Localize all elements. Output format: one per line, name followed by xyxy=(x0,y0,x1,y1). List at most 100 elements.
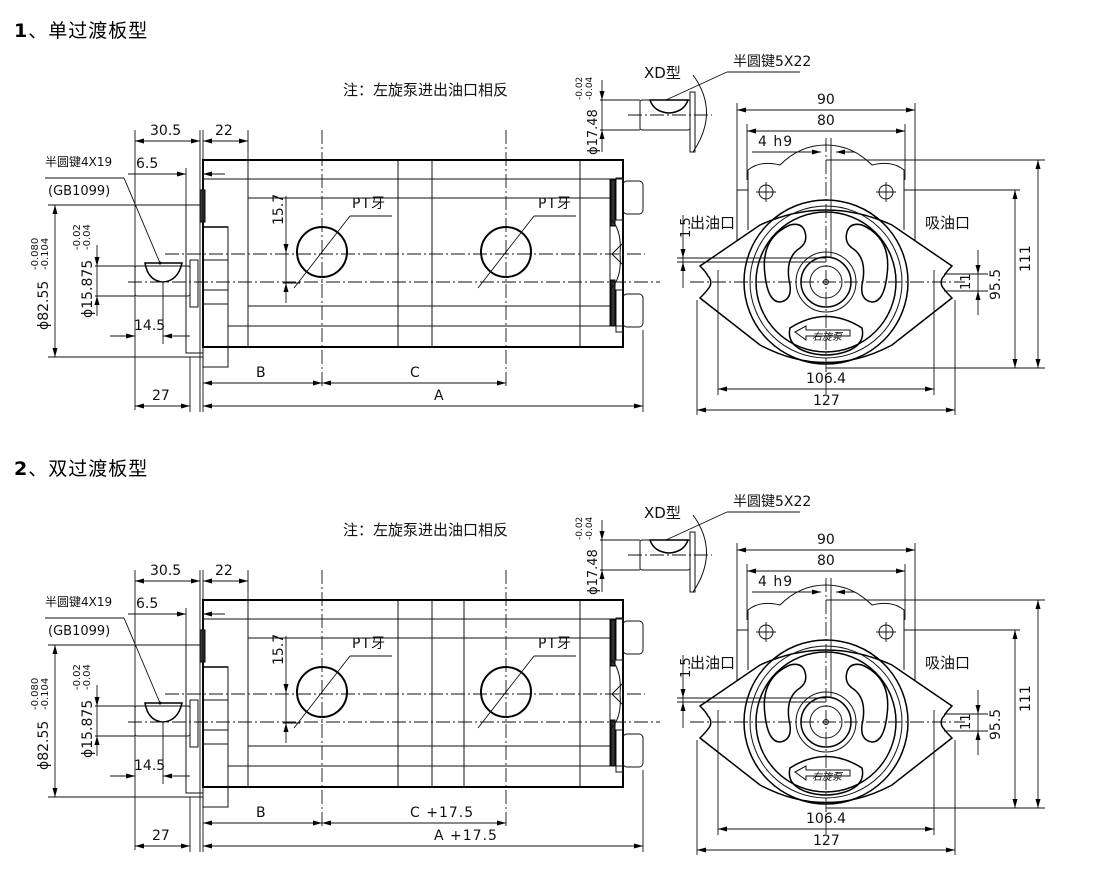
shaft-key-std-label: (GB1099) xyxy=(48,184,110,199)
dim-width-80: 80 xyxy=(817,553,835,569)
xd-key-label: 半圆键5X22 xyxy=(733,494,811,510)
pump-side-view: PT牙 PT牙 xyxy=(128,130,660,388)
section-1-number: 1 xyxy=(14,20,29,42)
inlet-port-label: 吸油口 xyxy=(925,654,970,672)
key-width-h9: 4 h9 xyxy=(758,574,793,590)
shaft-key-std-label: (GB1099) xyxy=(48,624,110,639)
dim-width-80: 80 xyxy=(817,113,835,129)
port-thread-label: PT牙 xyxy=(538,196,572,212)
shaft-key-label: 半圆键4X19 xyxy=(45,155,112,169)
port-circle-inlet xyxy=(480,666,532,718)
dim-6-5: 6.5 xyxy=(136,156,158,172)
dim-106-4: 106.4 xyxy=(806,811,846,827)
mounting-flange xyxy=(698,649,954,804)
outlet-port-label: 出油口 xyxy=(690,214,735,232)
pilot-tol-lower: -0.104 xyxy=(40,238,51,270)
section-1-title-text: 单过渡板型 xyxy=(48,20,149,42)
rotation-note: 注：左旋泵进出油口相反 xyxy=(343,521,508,539)
dim-A: A +17.5 xyxy=(434,828,498,844)
dim-106-4: 106.4 xyxy=(806,371,846,387)
dim-127: 127 xyxy=(813,833,840,849)
pilot-tol-upper: -0.080 xyxy=(30,238,41,270)
pump-side-view: PT牙 PT牙 xyxy=(128,570,660,828)
port-circle-inlet xyxy=(480,226,532,278)
xd-tol-lower: -0.04 xyxy=(585,76,595,100)
mounting-flange xyxy=(698,209,954,364)
dim-15-7: 15.7 xyxy=(271,634,287,665)
xd-key-icon xyxy=(648,539,690,554)
pilot-diameter: ϕ82.55 xyxy=(36,281,52,330)
dim-1-5: 1.5 xyxy=(679,657,694,678)
dim-6-5: 6.5 xyxy=(136,596,158,612)
shaft-tol-upper: -0.02 xyxy=(72,664,83,690)
xd-type-label: XD型 xyxy=(644,64,681,82)
dim-22: 22 xyxy=(215,563,233,579)
port-thread-label: PT牙 xyxy=(352,196,386,212)
pilot-tol-upper: -0.080 xyxy=(30,678,41,710)
rotation-arrow-icon xyxy=(794,325,851,341)
port-circle-outlet xyxy=(296,666,348,718)
inlet-port-label: 吸油口 xyxy=(925,214,970,232)
shaft-diameter: ϕ15.875 xyxy=(80,700,96,758)
outlet-port-label: 出油口 xyxy=(690,654,735,672)
rotation-direction-label: 右旋泵 xyxy=(812,771,844,783)
port-thread-label: PT牙 xyxy=(352,636,386,652)
port-circle-outlet xyxy=(296,226,348,278)
section-1-separator: 、 xyxy=(28,20,49,42)
dim-C: C xyxy=(410,365,421,381)
dim-C: C +17.5 xyxy=(410,805,474,821)
dim-15-7: 15.7 xyxy=(271,194,287,225)
shaft-tol-upper: -0.02 xyxy=(72,224,83,250)
pump-front-view: 右旋泵 xyxy=(690,578,965,835)
section-2-number: 2 xyxy=(14,458,29,480)
dim-14-5: 14.5 xyxy=(134,318,165,334)
pump-front-view: 右旋泵 xyxy=(690,138,965,395)
shaft-tol-lower: -0.04 xyxy=(82,224,93,250)
port-thread-label: PT牙 xyxy=(538,636,572,652)
section-1-title: 1、单过渡板型 xyxy=(14,16,148,43)
dim-14-5: 14.5 xyxy=(134,758,165,774)
dim-30-5: 30.5 xyxy=(150,563,181,579)
shaft-tol-lower: -0.04 xyxy=(82,664,93,690)
pilot-tol-lower: -0.104 xyxy=(40,678,51,710)
dim-height-111: 111 xyxy=(1018,685,1034,712)
dim-B: B xyxy=(256,805,266,821)
section-2-title-text: 双过渡板型 xyxy=(48,458,149,480)
dim-27: 27 xyxy=(152,388,170,404)
side-view-dimensions: 30.5 22 6.5 半圆键4X19 (GB1099) ϕ82.55 -0.080-0.1… xyxy=(30,563,644,852)
pilot-diameter: ϕ82.55 xyxy=(36,721,52,770)
rotation-note: 注：左旋泵进出油口相反 xyxy=(343,81,508,99)
dim-95-5: 95.5 xyxy=(988,269,1004,300)
xd-tol-upper: -0.02 xyxy=(575,77,585,100)
xd-type-label: XD型 xyxy=(644,504,681,522)
dim-95-5: 95.5 xyxy=(988,709,1004,740)
shaft-key-label: 半圆键4X19 xyxy=(45,595,112,609)
xd-key-label: 半圆键5X22 xyxy=(733,54,811,70)
dim-22: 22 xyxy=(215,123,233,139)
dim-width-90: 90 xyxy=(817,92,835,108)
xd-key-icon xyxy=(648,99,690,114)
dim-1-5: 1.5 xyxy=(679,217,694,238)
section-2-drawing: 注：左旋泵进出油口相反 PT牙 PT牙 30.5 22 6.5 半圆键4X19 (GB1099… xyxy=(0,440,1101,870)
dim-A: A xyxy=(434,388,445,404)
dim-height-111: 111 xyxy=(1018,245,1034,272)
xd-shaft-detail: XD型 半圆键5X22 ϕ17.48-0.02-0.04 xyxy=(575,494,811,595)
key-width-h9: 4 h9 xyxy=(758,134,793,150)
xd-shaft-detail: XD型 半圆键5X22 ϕ17.48-0.02-0.04 xyxy=(575,54,811,155)
dim-27: 27 xyxy=(152,828,170,844)
xd-shaft-diameter: ϕ17.48 xyxy=(586,549,601,595)
section-2-title: 2、双过渡板型 xyxy=(14,454,148,481)
dim-B: B xyxy=(256,365,266,381)
section-2-separator: 、 xyxy=(28,458,49,480)
dim-slot-11: 11 xyxy=(959,273,974,290)
dim-width-90: 90 xyxy=(817,532,835,548)
xd-tol-upper: -0.02 xyxy=(575,517,585,540)
xd-shaft-diameter: ϕ17.48 xyxy=(586,109,601,155)
xd-tol-lower: -0.04 xyxy=(585,516,595,540)
dim-slot-11: 11 xyxy=(959,713,974,730)
rotation-arrow-icon xyxy=(794,765,851,781)
